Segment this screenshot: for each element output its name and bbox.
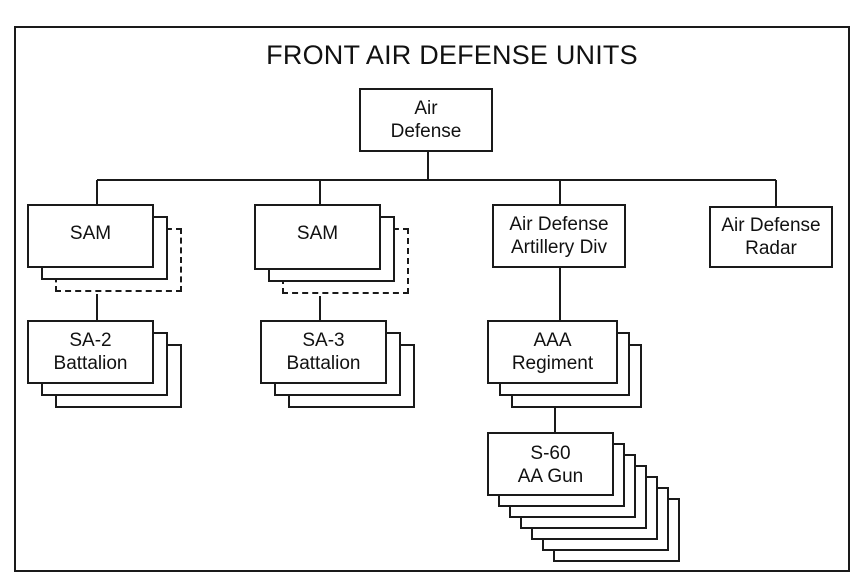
node-air-defense-label-1: Air [414, 98, 438, 119]
node-air-defense-radar-label-1: Air Defense [721, 215, 821, 236]
node-air-defense-artillery-div-label-2: Artillery Div [510, 237, 608, 258]
node-sam-left: SAM [27, 204, 154, 268]
node-sa2-battalion-label-1: SA-2 [69, 330, 112, 351]
node-sa3-battalion-label-2: Battalion [286, 353, 361, 374]
node-sam-mid: SAM [254, 204, 381, 270]
node-aaa-regiment-label-2: Regiment [511, 353, 594, 374]
node-air-defense-label-2: Defense [390, 121, 462, 142]
node-s60-aa-gun-label-1: S-60 [530, 443, 571, 464]
node-sa3-battalion-label-1: SA-3 [302, 330, 345, 351]
node-air-defense-radar-label-2: Radar [745, 238, 797, 259]
node-sam-mid-label-1: SAM [296, 223, 339, 244]
node-sam-left-label-1: SAM [69, 223, 112, 244]
node-sa2-battalion-label-2: Battalion [53, 353, 128, 374]
node-air-defense-artillery-div-label-1: Air Defense [509, 214, 609, 235]
node-aaa-regiment-label-1: AAA [533, 330, 572, 351]
node-s60-aa-gun-label-2: AA Gun [517, 466, 584, 487]
diagram-title: FRONT AIR DEFENSE UNITS [266, 40, 638, 70]
